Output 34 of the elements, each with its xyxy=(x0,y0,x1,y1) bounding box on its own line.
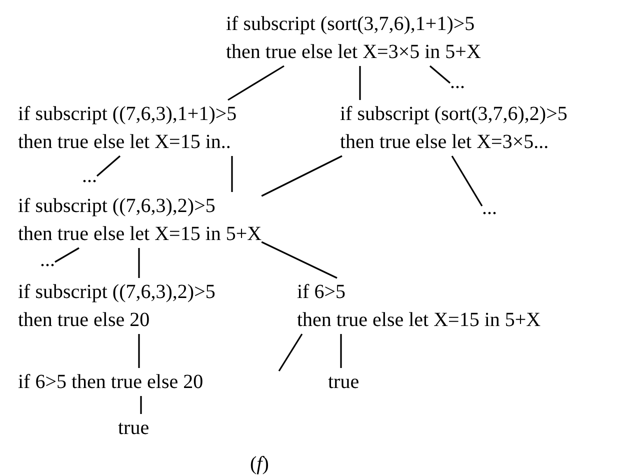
tree-branch-line xyxy=(231,156,233,192)
expression-text: ... xyxy=(40,248,55,273)
figure-caption: (f) xyxy=(250,452,269,475)
expression-text: true xyxy=(328,370,360,395)
expression-line: if subscript (sort(3,7,6),1+1)>5 xyxy=(226,12,476,37)
tree-branch-line xyxy=(138,334,140,368)
expression-line: then true else let X=3×5... xyxy=(340,130,550,155)
tree-branch-line xyxy=(140,396,142,414)
expression-line: if subscript ((7,6,3),2)>5 xyxy=(18,280,216,305)
tree-branch-line xyxy=(359,66,361,100)
expression-line: if subscript ((7,6,3),1+1)>5 xyxy=(18,102,237,127)
expression-text: if 6>5 then true else 20 xyxy=(18,370,204,395)
tree-branch-line xyxy=(340,334,342,368)
expression-text: ... xyxy=(482,196,497,221)
tree-branch-line xyxy=(261,155,342,197)
tree-branch-line xyxy=(54,247,80,263)
expression-text: true xyxy=(118,416,150,441)
expression-line: if subscript ((7,6,3),2)>5 xyxy=(18,194,216,219)
tree-branch-line xyxy=(228,65,284,101)
tree-branch-line xyxy=(261,241,338,279)
tree-branch-line xyxy=(138,248,140,278)
expression-line: then true else let X=15 in 5+X xyxy=(18,222,262,247)
expression-line: then true else let X=15 in 5+X xyxy=(297,308,541,333)
expression-line: if subscript (sort(3,7,6),2)>5 xyxy=(340,102,568,127)
expression-text: ... xyxy=(450,70,465,95)
tree-branch-line xyxy=(96,155,121,177)
expression-text: ... xyxy=(82,164,97,189)
expression-line: then true else 20 xyxy=(18,308,151,333)
expression-line: then true else let X=15 in.. xyxy=(18,130,232,155)
expression-line: if 6>5 xyxy=(297,280,346,305)
tree-branch-line xyxy=(451,156,483,206)
expression-line: then true else let X=3×5 in 5+X xyxy=(226,40,481,65)
tree-branch-line xyxy=(429,65,451,84)
tree-branch-line xyxy=(278,334,303,372)
